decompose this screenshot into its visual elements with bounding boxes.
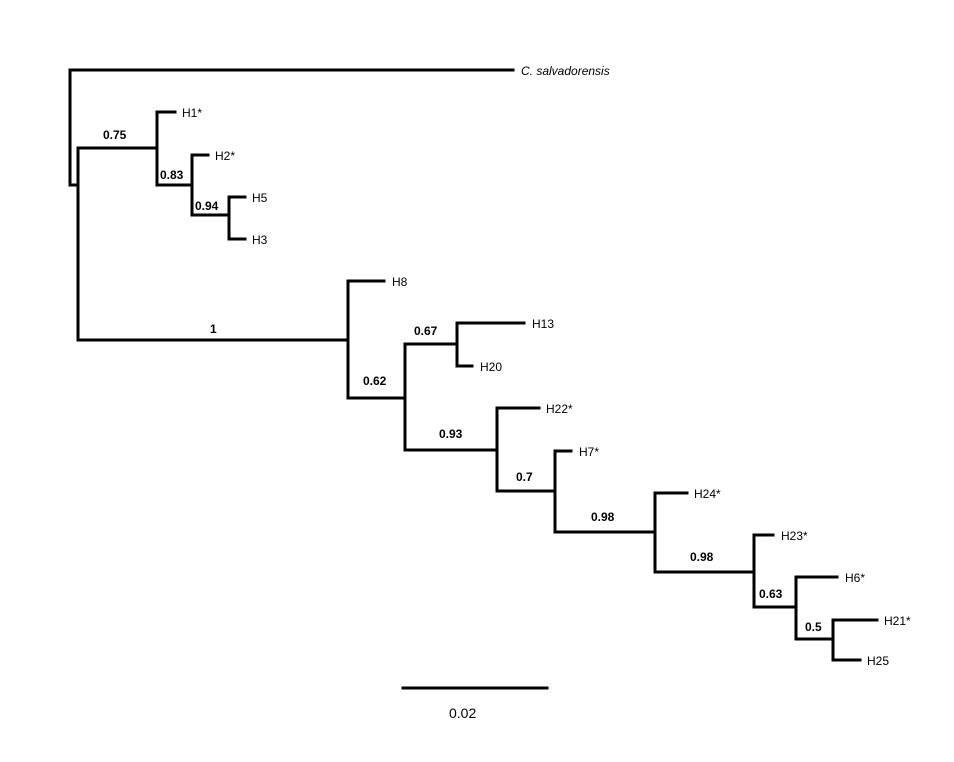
tip-label-h8: H8	[392, 275, 408, 289]
tip-label-h7: H7*	[579, 445, 599, 459]
support-value-062: 0.62	[363, 374, 387, 388]
support-value-083: 0.83	[160, 168, 184, 182]
tip-label-h21: H21*	[884, 614, 911, 628]
branch-clade-083	[155, 153, 210, 217]
branch-clade-093	[403, 406, 541, 493]
tip-label-h24: H24*	[694, 487, 721, 501]
support-value-063: 0.63	[759, 587, 783, 601]
tip-label-h2: H2*	[215, 149, 235, 163]
branch-clade-094	[190, 195, 247, 241]
branch-root	[68, 68, 515, 187]
support-value-067: 0.67	[414, 324, 438, 338]
branch-clade-1	[76, 279, 386, 400]
tip-label-h22: H22*	[546, 402, 573, 416]
tip-label-h23: H23*	[781, 529, 808, 543]
branch-clade-067	[403, 321, 526, 368]
branch-clade-098a	[553, 491, 689, 574]
branch-clade-05	[794, 618, 879, 662]
scale-bar-label: 0.02	[449, 705, 476, 721]
support-value-098b: 0.98	[690, 550, 714, 564]
branch-clade-098b	[653, 533, 775, 609]
support-value-1: 1	[210, 322, 217, 336]
tip-label-outgroup: C. salvadorensis	[521, 64, 610, 78]
branch-clade-062	[346, 342, 407, 452]
support-value-094: 0.94	[195, 199, 219, 213]
tip-label-h3: H3	[252, 233, 268, 247]
tip-label-h6: H6*	[845, 571, 865, 585]
support-value-093: 0.93	[439, 427, 463, 441]
tip-label-h5: H5	[252, 191, 268, 205]
tip-label-h25: H25	[867, 654, 889, 668]
branch-clade-075	[76, 110, 177, 187]
support-value-07: 0.7	[516, 470, 533, 484]
support-value-05: 0.5	[805, 620, 822, 634]
branch-clade-07	[495, 449, 573, 534]
tip-label-h20: H20	[480, 360, 502, 374]
support-value-075: 0.75	[103, 128, 127, 142]
tip-label-h13: H13	[532, 317, 554, 331]
branch-clade-063	[752, 575, 839, 641]
tip-label-h1: H1*	[182, 106, 202, 120]
support-value-098a: 0.98	[591, 510, 615, 524]
